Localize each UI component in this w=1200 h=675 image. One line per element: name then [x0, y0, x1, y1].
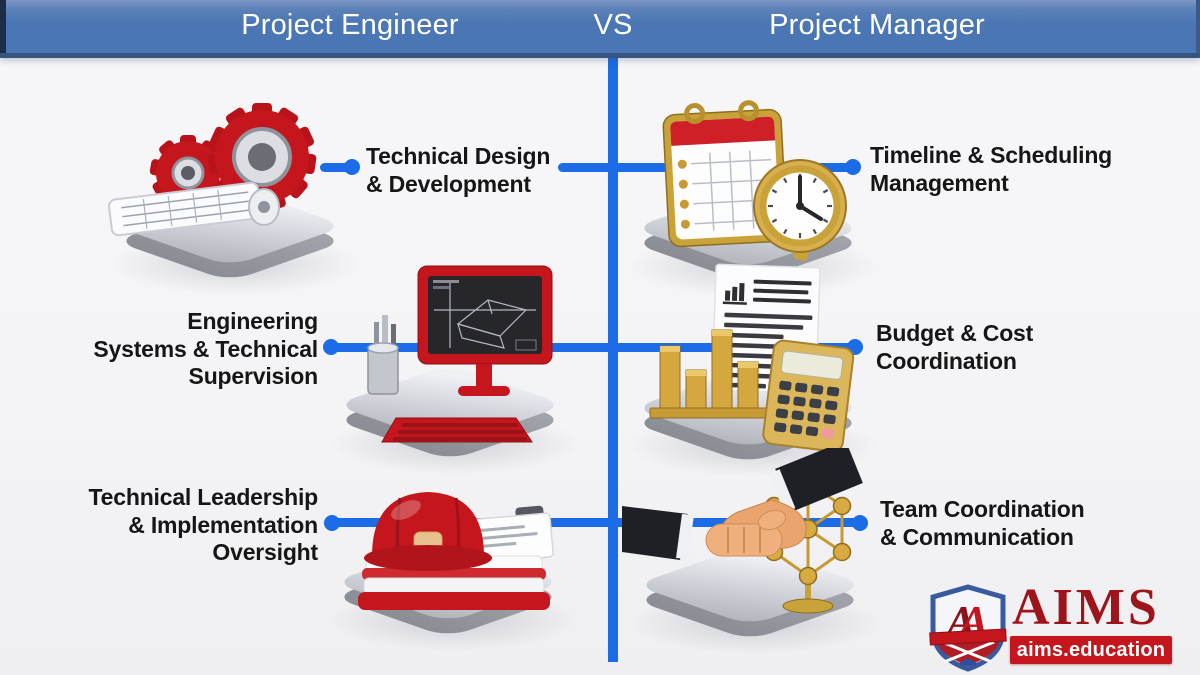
- cad-workstation-icon: [367, 265, 553, 443]
- connector-dot: [845, 159, 861, 175]
- hardhat-documents-icon: [358, 492, 554, 610]
- gears-blueprint-icon: [108, 103, 317, 237]
- aims-logo: A A AIMS aims.education: [926, 579, 1192, 672]
- handshake-network-icon: [622, 448, 863, 614]
- connector-line-r3: [332, 518, 860, 527]
- label-budget-cost: Budget & Cost Coordination: [876, 320, 1034, 374]
- brand-name: AIMS: [1012, 579, 1160, 636]
- domain-banner: aims.education: [1010, 636, 1172, 664]
- header-bar: Project Engineer VS Project Manager: [0, 0, 1200, 58]
- connector-dot: [852, 515, 868, 531]
- label-engineering-systems: Engineering Systems & Technical Supervis…: [93, 308, 318, 389]
- header-title-right: Project Manager: [769, 8, 985, 41]
- header-vs-label: VS: [593, 8, 633, 41]
- label-technical-leadership: Technical Leadership & Implementation Ov…: [88, 484, 319, 565]
- connector-dot: [344, 159, 360, 175]
- domain-text: aims.education: [1016, 638, 1166, 661]
- calendar-clock-icon: [662, 100, 847, 262]
- connector-line-r1-left: [320, 163, 356, 172]
- bar-chart-calculator-icon: [649, 263, 855, 453]
- header-title-left: Project Engineer: [241, 8, 459, 41]
- connector-line-r2: [331, 343, 855, 352]
- center-divider-line: [608, 58, 618, 662]
- connector-dot: [324, 515, 340, 531]
- aims-crest-icon: A A: [929, 584, 1007, 672]
- label-technical-design: Technical Design & Development: [366, 143, 551, 197]
- label-team-coordination: Team Coordination & Communication: [880, 496, 1085, 550]
- label-timeline-scheduling: Timeline & Scheduling Management: [870, 142, 1113, 196]
- connector-dot: [323, 339, 339, 355]
